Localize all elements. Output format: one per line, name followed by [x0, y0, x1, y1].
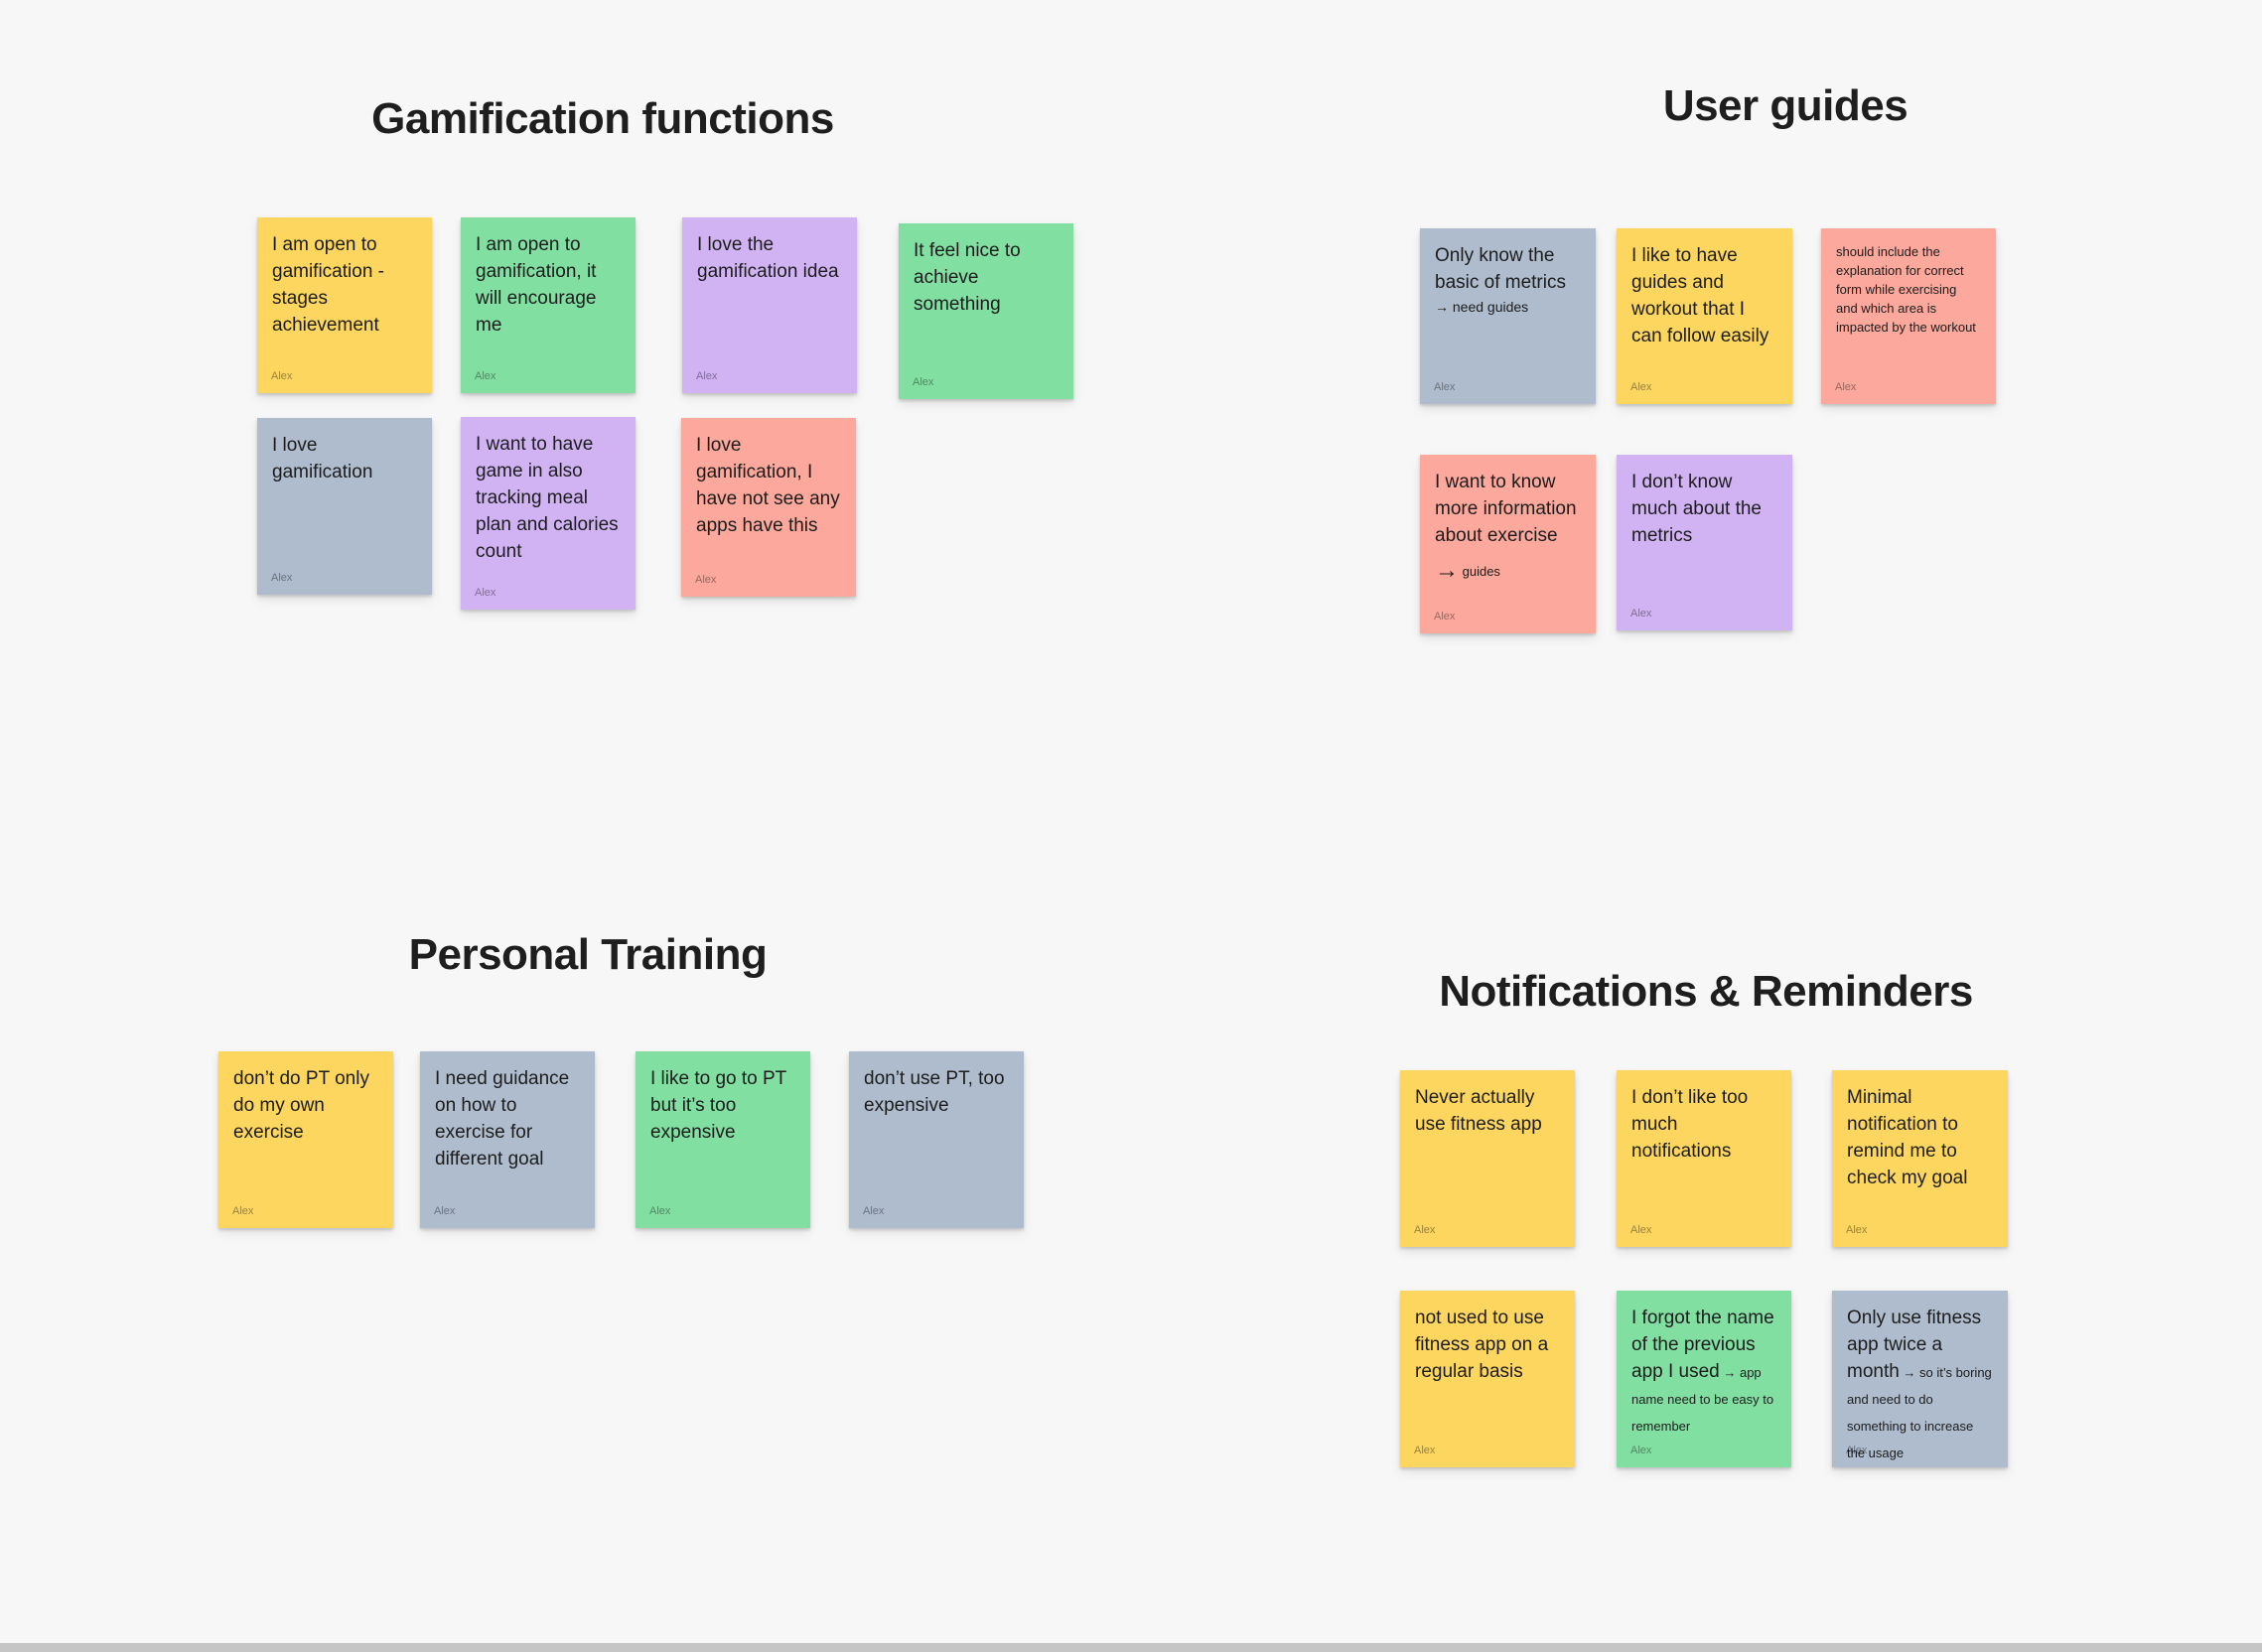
note-author: Alex: [1434, 611, 1456, 622]
note-author: Alex: [1414, 1445, 1436, 1456]
note-text: It feel nice to achieve something: [914, 240, 1021, 315]
note-text: I like to have guides and workout that I…: [1631, 245, 1769, 346]
note-text: should include the explanation for corre…: [1836, 244, 1976, 335]
note-text: Never actually use fitness app: [1415, 1087, 1542, 1135]
sticky-note[interactable]: should include the explanation for corre…: [1821, 228, 1996, 404]
sticky-note[interactable]: I want to know more information about ex…: [1420, 455, 1596, 633]
sticky-note[interactable]: I like to go to PT but it’s too expensiv…: [636, 1051, 810, 1228]
note-author: Alex: [1414, 1224, 1436, 1236]
note-author: Alex: [863, 1205, 885, 1217]
canvas-bottom-edge: [0, 1643, 2262, 1652]
note-text: Minimal notification to remind me to che…: [1847, 1087, 1968, 1188]
note-text: I forgot the name of the previous app I …: [1631, 1308, 1774, 1434]
note-text: I don’t know much about the metrics: [1631, 472, 1762, 546]
note-author: Alex: [696, 370, 718, 382]
note-author: Alex: [1630, 381, 1652, 393]
note-text: I love the gamification idea: [697, 234, 839, 282]
note-text: I am open to gamification - stages achie…: [272, 234, 384, 336]
note-text: don’t use PT, too expensive: [864, 1068, 1005, 1116]
sticky-note[interactable]: I need guidance on how to exercise for d…: [420, 1051, 595, 1228]
section-title-personal-training[interactable]: Personal Training: [408, 930, 768, 979]
note-author: Alex: [1846, 1224, 1868, 1236]
sticky-note[interactable]: I want to have game in also tracking mea…: [461, 417, 636, 610]
note-text: I want to have game in also tracking mea…: [476, 434, 619, 562]
note-text: I like to go to PT but it’s too expensiv…: [650, 1068, 786, 1143]
note-author: Alex: [434, 1205, 456, 1217]
note-author: Alex: [271, 370, 293, 382]
arrow-icon: →: [1435, 556, 1459, 584]
note-author: Alex: [475, 370, 496, 382]
sticky-note[interactable]: I love gamification, I have not see any …: [681, 418, 856, 597]
note-text: Only know the basic of metrics→ need gui…: [1435, 245, 1566, 315]
note-text: don’t do PT only do my own exercise: [233, 1068, 369, 1143]
note-text: not used to use fitness app on a regular…: [1415, 1308, 1549, 1382]
section-title-gamification-functions[interactable]: Gamification functions: [371, 94, 834, 143]
note-author: Alex: [1630, 608, 1652, 620]
sticky-note[interactable]: not used to use fitness app on a regular…: [1400, 1291, 1575, 1467]
note-author: Alex: [1846, 1445, 1868, 1456]
section-title-notifications-reminders[interactable]: Notifications & Reminders: [1439, 967, 1973, 1016]
note-text: I love gamification, I have not see any …: [696, 435, 840, 536]
note-author: Alex: [1835, 381, 1857, 393]
note-text: Only use fitness app twice a month → so …: [1847, 1308, 1992, 1460]
sticky-note[interactable]: I am open to gamification, it will encou…: [461, 217, 636, 393]
note-author: Alex: [695, 574, 717, 586]
section-title-user-guides[interactable]: User guides: [1662, 81, 1909, 130]
note-author: Alex: [1630, 1224, 1652, 1236]
note-text: I want to know more information about ex…: [1435, 472, 1577, 584]
sticky-note[interactable]: I forgot the name of the previous app I …: [1617, 1291, 1791, 1467]
note-text: I don’t like too much notifications: [1631, 1087, 1749, 1162]
note-text: I love gamification: [272, 435, 373, 482]
note-text: I need guidance on how to exercise for d…: [435, 1068, 570, 1170]
sticky-note[interactable]: I like to have guides and workout that I…: [1617, 228, 1792, 404]
note-author: Alex: [232, 1205, 254, 1217]
note-text: I am open to gamification, it will encou…: [476, 234, 597, 336]
sticky-note[interactable]: Only use fitness app twice a month → so …: [1832, 1291, 2008, 1467]
note-author: Alex: [913, 376, 934, 388]
sticky-note[interactable]: Minimal notification to remind me to che…: [1832, 1070, 2008, 1247]
note-author: Alex: [1630, 1445, 1652, 1456]
note-author: Alex: [1434, 381, 1456, 393]
sticky-note[interactable]: Only know the basic of metrics→ need gui…: [1420, 228, 1596, 404]
sticky-note[interactable]: I am open to gamification - stages achie…: [257, 217, 432, 393]
note-author: Alex: [271, 572, 293, 584]
note-author: Alex: [649, 1205, 671, 1217]
note-author: Alex: [475, 587, 496, 599]
